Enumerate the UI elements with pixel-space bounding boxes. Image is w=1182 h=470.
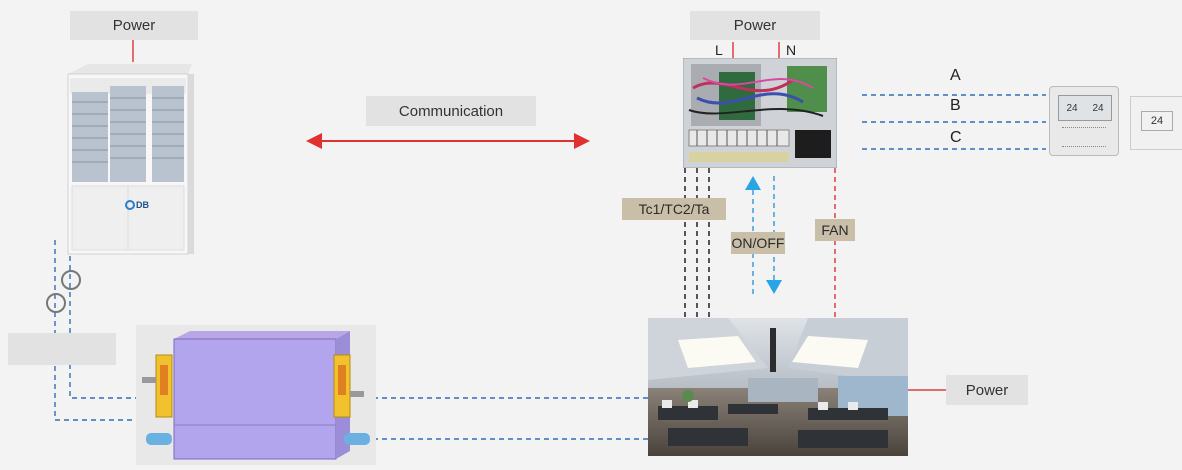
office-image bbox=[648, 318, 908, 456]
controller-screen: 24 24 bbox=[1058, 95, 1112, 121]
ahu-image-frame bbox=[136, 325, 376, 465]
controller-temp-2: 24 bbox=[1092, 102, 1104, 114]
control-box-image bbox=[682, 57, 838, 169]
abc-wires bbox=[862, 94, 1046, 150]
ahu-blank-label bbox=[8, 333, 116, 365]
sensor-wires bbox=[684, 168, 710, 318]
wired-controller: 24 24 bbox=[1049, 86, 1119, 156]
outdoor-unit-image bbox=[62, 62, 194, 256]
on-off-arrows bbox=[745, 176, 782, 296]
control-box-power-label: Power bbox=[690, 11, 820, 40]
live-label: L bbox=[715, 42, 723, 58]
line-a-label: A bbox=[950, 67, 961, 84]
communication-label: Communication bbox=[366, 96, 536, 126]
brand-logo: DB bbox=[136, 200, 149, 210]
line-b-label: B bbox=[950, 97, 961, 114]
line-c-label: C bbox=[950, 129, 962, 146]
office-power-label: Power bbox=[946, 375, 1028, 405]
controller-temp-1: 24 bbox=[1066, 102, 1078, 114]
neutral-label: N bbox=[786, 42, 797, 58]
mini-controller: 24 bbox=[1130, 96, 1182, 150]
sensor-tag: Tc1/TC2/Ta bbox=[622, 198, 726, 220]
controller-buttons bbox=[1062, 127, 1106, 147]
pipe-ring-icon bbox=[61, 270, 81, 290]
fan-tag: FAN bbox=[815, 219, 855, 241]
mini-controller-screen: 24 bbox=[1141, 111, 1173, 131]
refrigerant-pipes bbox=[54, 240, 648, 440]
pipe-ring-icon bbox=[46, 293, 66, 313]
outdoor-power-label: Power bbox=[70, 11, 198, 40]
on-off-tag: ON/OFF bbox=[731, 232, 785, 254]
communication-arrow bbox=[306, 133, 590, 149]
